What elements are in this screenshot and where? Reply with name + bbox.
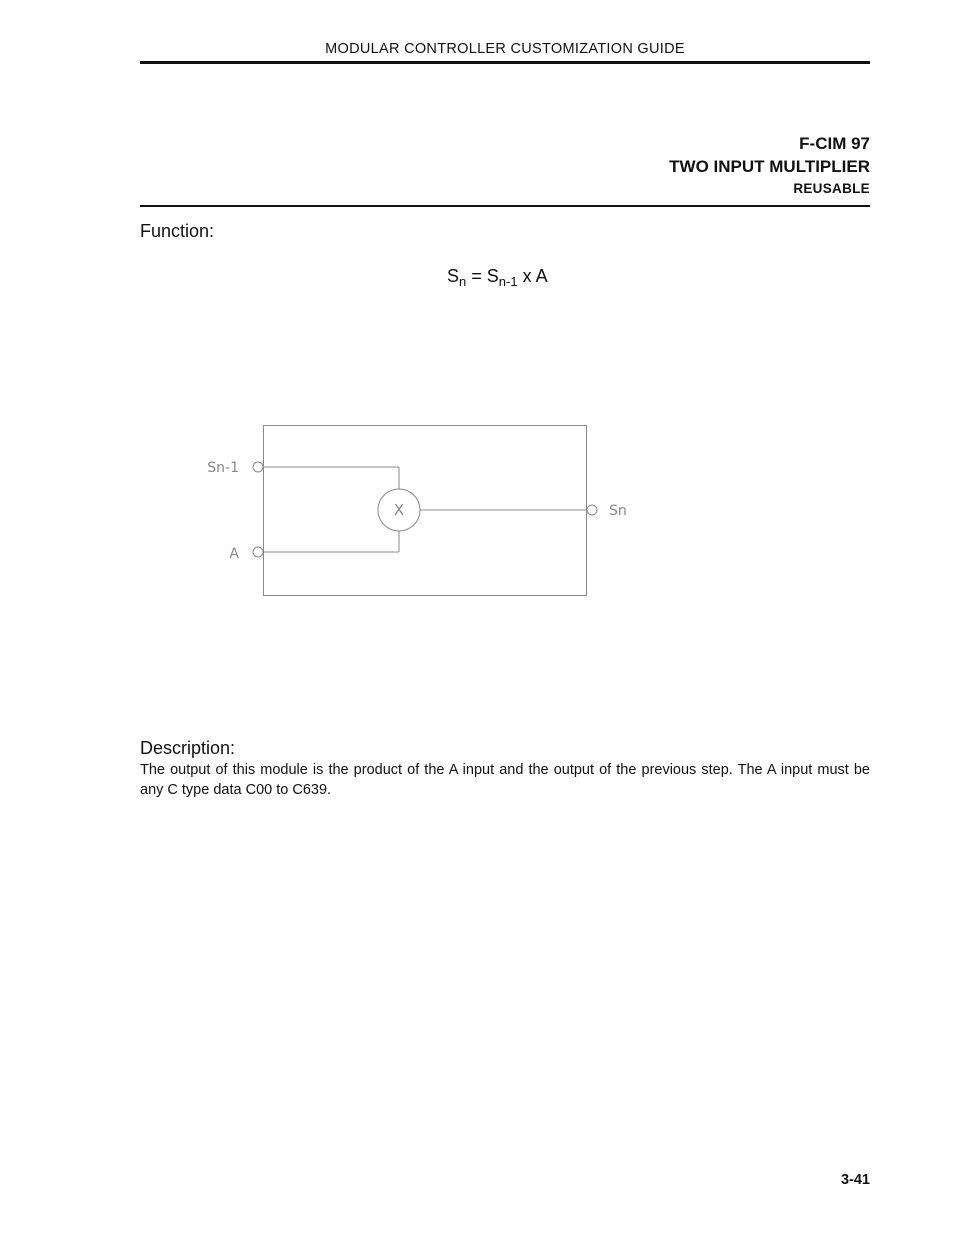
output-terminal bbox=[586, 504, 598, 516]
module-subtitle: REUSABLE bbox=[793, 181, 870, 196]
description-label: Description: bbox=[140, 738, 236, 758]
formula-lhs-base: S bbox=[447, 266, 460, 286]
module-name: TWO INPUT MULTIPLIER bbox=[669, 157, 870, 176]
description-text: The output of this module is the product… bbox=[140, 762, 870, 798]
multiply-operator-label: X bbox=[394, 501, 404, 519]
input-1-terminal bbox=[252, 461, 264, 473]
title-rule bbox=[140, 205, 870, 207]
formula-lhs-sub: n bbox=[459, 274, 467, 289]
title-block: F-CIM 97 TWO INPUT MULTIPLIER REUSABLE bbox=[669, 132, 870, 200]
input-2-terminal bbox=[252, 546, 264, 558]
output-label: Sn bbox=[609, 503, 627, 519]
running-header: MODULAR CONTROLLER CUSTOMIZATION GUIDE bbox=[325, 41, 685, 57]
function-label: Function: bbox=[140, 221, 215, 241]
formula-rhs-base: S bbox=[486, 266, 499, 286]
function-formula: Sn = Sn-1 x A bbox=[447, 266, 548, 289]
multiplier-node-circle bbox=[377, 488, 421, 532]
multiplier-block-diagram: Sn-1 A X Sn bbox=[207, 425, 627, 596]
input-1-label: Sn-1 bbox=[207, 460, 239, 476]
page-number: 3-41 bbox=[840, 1172, 870, 1188]
formula-rhs-sub: n-1 bbox=[498, 274, 518, 289]
header-rule bbox=[140, 61, 870, 64]
module-code: F-CIM 97 bbox=[799, 134, 870, 153]
formula-rest: x A bbox=[517, 266, 548, 286]
input-2-label: A bbox=[229, 546, 239, 562]
formula-equals: = bbox=[466, 266, 487, 286]
